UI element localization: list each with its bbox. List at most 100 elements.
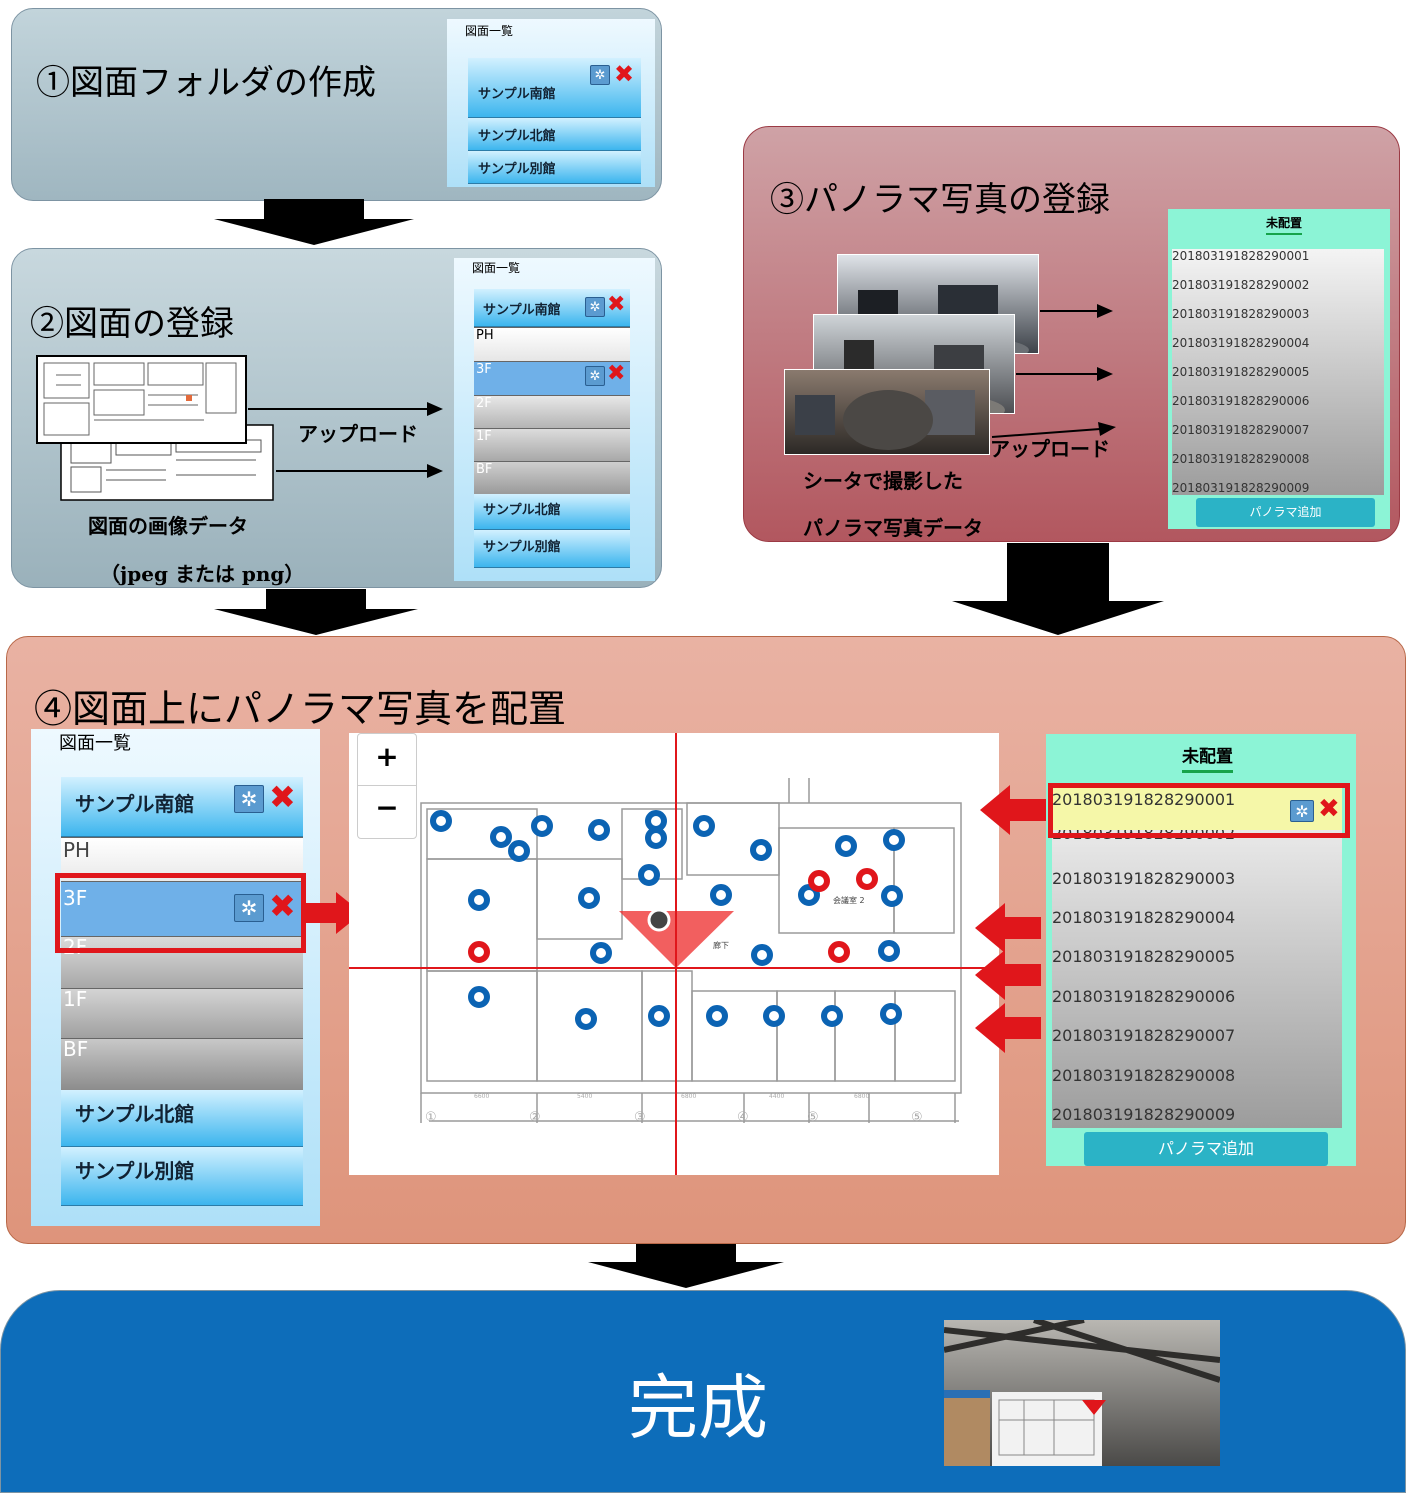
panorama-marker-unsaved[interactable] — [856, 868, 878, 890]
panorama-item[interactable]: 201803191828290007 — [1172, 423, 1310, 437]
close-icon[interactable]: ✖ — [269, 887, 296, 925]
floorplan-drawing: ① ② ③ ④ ⑤ ⑤ 6600 5400 6800 4400 6800 廊下 … — [349, 733, 999, 1175]
panorama-item[interactable]: 201803191828290005 — [1172, 365, 1310, 379]
panorama-item[interactable]: 201803191828290003 — [1172, 307, 1310, 321]
building-button-annex[interactable]: サンプル別館 — [474, 530, 630, 568]
panorama-item[interactable]: 201803191828290009 — [1172, 481, 1310, 495]
floor-label: 2F — [476, 396, 492, 411]
panorama-marker[interactable] — [821, 1005, 843, 1027]
panorama-marker[interactable] — [835, 835, 857, 857]
flow-arrow-1-2 — [214, 199, 414, 245]
building-label: サンプル別館 — [478, 162, 556, 177]
panorama-marker[interactable] — [588, 819, 610, 841]
panorama-marker[interactable] — [638, 864, 660, 886]
close-icon[interactable]: ✖ — [614, 60, 635, 88]
building-button-annex[interactable]: サンプル別館 — [61, 1147, 303, 1206]
panorama-marker[interactable] — [706, 1005, 728, 1027]
panorama-item[interactable]: 201803191828290006 — [1052, 987, 1236, 1006]
panorama-marker-unsaved[interactable] — [468, 941, 490, 963]
floor-item-1f[interactable]: 1F — [474, 428, 630, 461]
panorama-marker[interactable] — [468, 986, 490, 1008]
zoom-out-button[interactable]: − — [357, 785, 417, 833]
gear-icon[interactable]: ✲ — [234, 785, 264, 813]
panorama-item[interactable]: 201803191828290004 — [1172, 336, 1310, 350]
gear-icon[interactable]: ✲ — [585, 297, 605, 317]
panorama-marker[interactable] — [490, 826, 512, 848]
panorama-item[interactable]: 201803191828290006 — [1172, 394, 1310, 408]
close-icon[interactable]: ✖ — [607, 361, 626, 386]
floor-item-ph[interactable]: PH — [474, 327, 630, 361]
grid-number: ④ — [737, 1110, 749, 1125]
gear-icon[interactable]: ✲ — [1290, 800, 1314, 822]
unplaced-title: 未配置 — [1182, 742, 1233, 773]
panorama-marker[interactable] — [881, 885, 903, 907]
panorama-marker[interactable] — [468, 889, 490, 911]
add-panorama-button[interactable]: パノラマ追加 — [1084, 1132, 1328, 1166]
floor-item-2f[interactable]: 2F — [61, 935, 303, 988]
panorama-marker[interactable] — [645, 827, 667, 849]
building-button-south[interactable]: サンプル南館 — [468, 58, 641, 118]
floor-item-bf[interactable]: BF — [474, 461, 630, 494]
panorama-item[interactable]: 201803191828290003 — [1052, 869, 1236, 888]
gear-icon[interactable]: ✲ — [585, 366, 605, 386]
room-label: 会議室 2 — [833, 895, 865, 905]
panorama-marker[interactable] — [693, 815, 715, 837]
panorama-marker[interactable] — [883, 829, 905, 851]
panorama-marker[interactable] — [531, 815, 553, 837]
close-icon[interactable]: ✖ — [607, 292, 626, 317]
panorama-marker-unsaved[interactable] — [828, 941, 850, 963]
zoom-in-button[interactable]: + — [375, 740, 399, 773]
grid-number: ⑤ — [807, 1110, 819, 1125]
panorama-item[interactable]: 201803191828290008 — [1172, 452, 1310, 466]
panorama-marker[interactable] — [648, 1005, 670, 1027]
panorama-item[interactable]: 201803191828290004 — [1052, 908, 1236, 927]
building-button-annex[interactable]: サンプル別館 — [468, 151, 641, 184]
floor-label: BF — [476, 462, 493, 477]
panorama-marker[interactable] — [878, 940, 900, 962]
completion-label: 完成 — [628, 1367, 768, 1449]
panorama-marker[interactable] — [645, 810, 667, 832]
panorama-item[interactable]: 201803191828290005 — [1052, 947, 1236, 966]
panorama-item[interactable]: 201803191828290007 — [1052, 1026, 1236, 1045]
building-button-north[interactable]: サンプル北館 — [468, 118, 641, 151]
building-label: サンプル北館 — [483, 503, 561, 518]
building-label: サンプル南館 — [75, 792, 195, 816]
building-button-south[interactable]: サンプル南館 — [61, 777, 303, 837]
panorama-marker[interactable] — [578, 887, 600, 909]
panorama-item[interactable]: 201803191828290001 — [1172, 249, 1310, 263]
dimension-label: 4400 — [769, 1093, 784, 1100]
panorama-item[interactable]: 201803191828290002 — [1172, 278, 1310, 292]
add-panorama-button[interactable]: パノラマ追加 — [1196, 498, 1375, 527]
gear-icon[interactable]: ✲ — [234, 894, 264, 922]
panorama-marker-unsaved[interactable] — [808, 870, 830, 892]
panorama-marker[interactable] — [430, 810, 452, 832]
panorama-marker[interactable] — [763, 1005, 785, 1027]
unplaced-title: 未配置 — [1266, 214, 1303, 235]
floor-item-bf[interactable]: BF — [61, 1037, 303, 1090]
upload-arrowhead-1 — [427, 402, 443, 416]
upload-label: アップロード — [990, 437, 1110, 461]
panorama-item[interactable]: 201803191828290008 — [1052, 1066, 1236, 1085]
building-button-north[interactable]: サンプル北館 — [61, 1090, 303, 1147]
close-icon[interactable]: ✖ — [269, 778, 296, 816]
panorama-marker[interactable] — [880, 1003, 902, 1025]
panorama-marker[interactable] — [710, 884, 732, 906]
panorama-item[interactable]: 201803191828290001 — [1052, 790, 1236, 809]
close-icon[interactable]: ✖ — [1318, 794, 1340, 824]
panorama-marker[interactable] — [590, 942, 612, 964]
floor-item-2f[interactable]: 2F — [474, 395, 630, 428]
completed-screen-preview — [944, 1320, 1220, 1466]
panorama-marker[interactable] — [508, 840, 530, 862]
gear-icon[interactable]: ✲ — [590, 65, 610, 85]
panorama-marker[interactable] — [750, 839, 772, 861]
red-arrow-left-3 — [975, 950, 1041, 1000]
building-button-north[interactable]: サンプル北館 — [474, 494, 630, 530]
panorama-marker[interactable] — [798, 884, 820, 906]
panorama-marker[interactable] — [575, 1008, 597, 1030]
building-label: サンプル別館 — [483, 540, 561, 555]
current-marker[interactable] — [647, 908, 671, 932]
floor-item-1f[interactable]: 1F — [61, 987, 303, 1038]
format-caption: （jpeg または png） — [100, 562, 305, 586]
panorama-marker[interactable] — [751, 944, 773, 966]
panorama-item[interactable]: 201803191828290009 — [1052, 1105, 1236, 1124]
